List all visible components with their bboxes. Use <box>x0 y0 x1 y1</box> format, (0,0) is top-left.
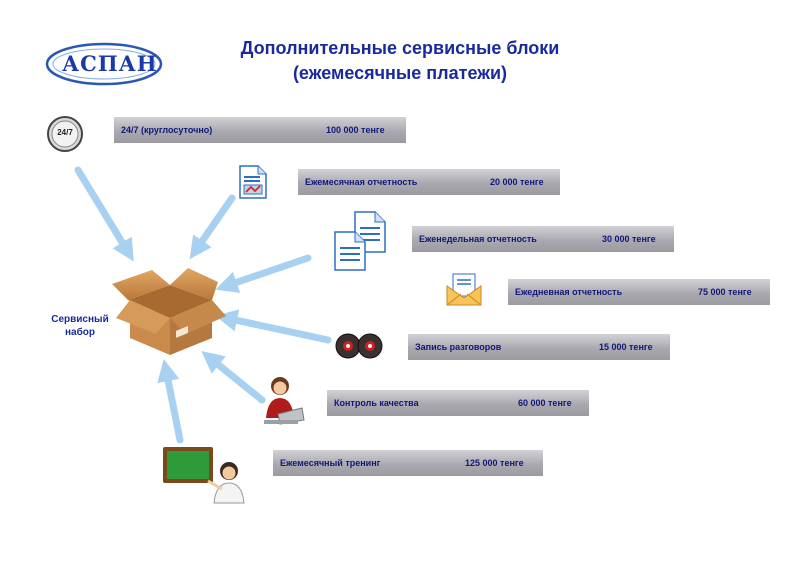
service-price: 30 000 тенге <box>602 234 656 244</box>
tape-reels-icon <box>334 330 384 362</box>
arrows <box>74 166 332 444</box>
service-name: 24/7 (круглосуточно) <box>121 125 213 135</box>
service-name: Контроль качества <box>334 398 419 408</box>
service-bar-monthly-training: Ежемесячный тренинг 125 000 тенге <box>273 450 543 476</box>
arrow-from-quality <box>201 350 266 404</box>
box-icon <box>112 268 226 355</box>
title-line-1: Дополнительные сервисные блоки <box>240 38 560 58</box>
service-bar-weekly-report: Еженедельная отчетность 30 000 тенге <box>412 226 674 252</box>
service-price: 125 000 тенге <box>465 458 524 468</box>
aspan-logo <box>45 42 163 86</box>
service-price: 60 000 тенге <box>518 398 572 408</box>
trainer-chalkboard-icon <box>162 445 246 505</box>
title-line-2: (ежемесячные платежи) <box>292 63 508 83</box>
service-set-line-2: набор <box>65 327 95 338</box>
service-name: Запись разговоров <box>415 342 502 352</box>
service-bar-24-7: 24/7 (круглосуточно) 100 000 тенге <box>114 117 406 143</box>
service-bar-quality-control: Контроль качества 60 000 тенге <box>327 390 589 416</box>
service-price: 15 000 тенге <box>599 342 653 352</box>
service-price: 20 000 тенге <box>490 177 544 187</box>
service-bar-call-recording: Запись разговоров 15 000 тенге <box>408 334 670 360</box>
clock-24-7-icon: 24/7 <box>46 115 84 153</box>
service-price: 75 000 тенге <box>698 287 752 297</box>
clock-badge: 24/7 <box>57 128 73 137</box>
service-bar-daily-report: Ежедневная отчетность 75 000 тенге <box>508 279 770 305</box>
page-title: Дополнительные сервисные блоки (ежемесяч… <box>200 36 600 86</box>
service-name: Ежемесячная отчетность <box>305 177 418 187</box>
service-name: Еженедельная отчетность <box>419 234 537 244</box>
arrow-from-weekly-report <box>215 254 312 293</box>
service-set-line-1: Сервисный <box>51 314 109 325</box>
service-name: Ежемесячный тренинг <box>280 458 381 468</box>
service-bar-monthly-report: Ежемесячная отчетность 20 000 тенге <box>298 169 560 195</box>
arrow-from-clock <box>74 166 134 262</box>
operator-laptop-icon <box>262 376 306 426</box>
arrow-from-monthly-report <box>189 194 236 260</box>
service-set-label: Сервисный набор <box>40 313 120 339</box>
logo-text: АСПАН <box>62 51 158 76</box>
service-price: 100 000 тенге <box>326 125 385 135</box>
service-name: Ежедневная отчетность <box>515 287 623 297</box>
arrow-from-training <box>157 359 184 444</box>
envelope-letter-icon <box>445 272 483 306</box>
documents-icon <box>333 210 387 272</box>
arrow-from-recording <box>215 309 332 344</box>
report-document-icon <box>238 165 268 199</box>
